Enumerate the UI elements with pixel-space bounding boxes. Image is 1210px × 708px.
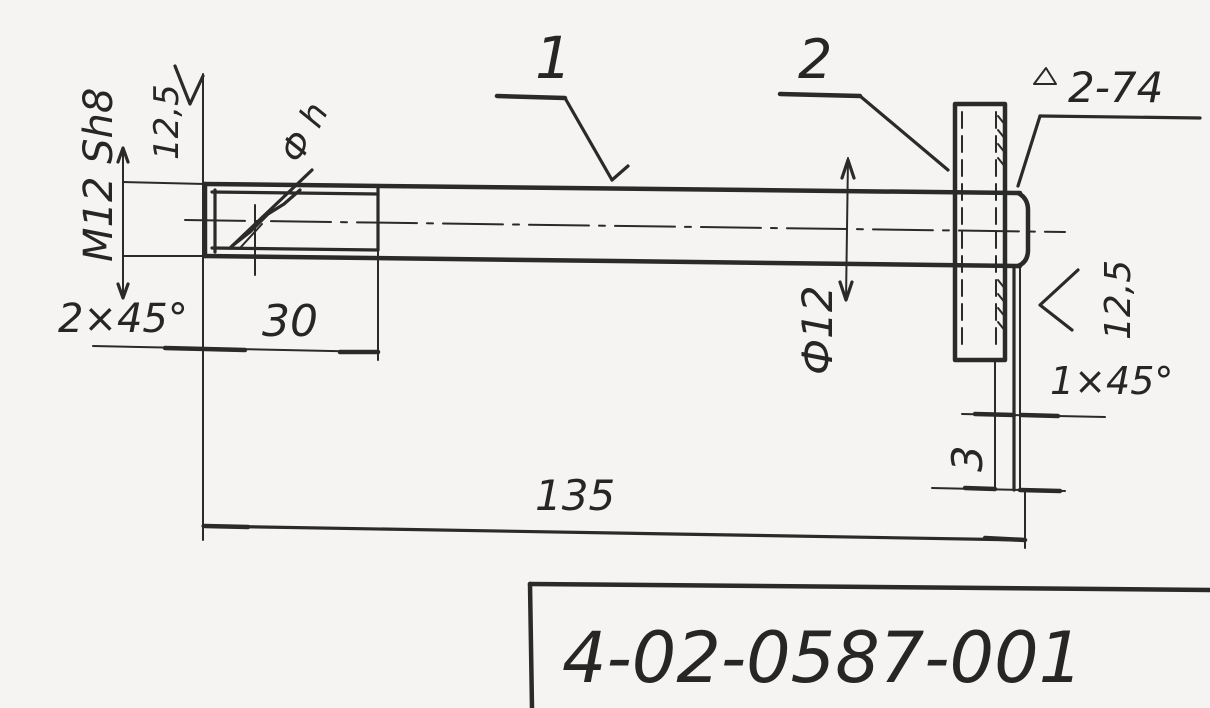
shaft-right-end [1015, 190, 1031, 269]
shaft-diameter: Ф12 [793, 285, 842, 375]
roughness-left: 12,5 [147, 84, 187, 160]
shaft-top-edge [202, 181, 1023, 196]
weld-spec: 2-74 [1068, 63, 1163, 112]
chamfer-left: 2×45° [58, 296, 188, 342]
thread-inner-bottom [210, 246, 380, 252]
title-block-left [527, 581, 535, 708]
shaft-bottom-edge [202, 253, 1023, 269]
roughness-right-icon [1038, 268, 1080, 332]
weld-top [997, 115, 1007, 169]
shaft [184, 181, 1066, 269]
title-block-top [527, 581, 1210, 593]
weld-bottom [997, 279, 1007, 333]
weld-leader [1016, 67, 1202, 188]
overall-length-dimension [201, 489, 1028, 549]
diameter-h: Ф h [273, 96, 337, 169]
roughness-left-icon [173, 64, 205, 106]
shaft-diameter-dimension [838, 157, 856, 302]
chamfer-right-dimension [961, 411, 1106, 419]
overall-length: 135 [535, 471, 615, 520]
drawing-number: 4-02-0587-001 [562, 617, 1083, 699]
washer-outline [952, 101, 1008, 363]
roughness-right: 12,5 [1098, 260, 1139, 340]
washer-thickness: 3 [943, 445, 992, 472]
title-block [527, 581, 1210, 708]
washer [952, 101, 1021, 492]
roughness-right-symbol [1038, 268, 1080, 332]
thread-spec: M12 Sh8 [76, 88, 122, 262]
chamfer-right: 1×45° [1050, 359, 1173, 403]
washer-thickness-dimension [931, 485, 1066, 494]
leader-part-1 [494, 93, 630, 182]
thread-length: 30 [262, 296, 318, 347]
shaft-center-line [184, 219, 1066, 233]
weld-triangle-icon [1033, 67, 1057, 85]
diameter-h-leader [228, 168, 314, 276]
part-2-label: 2 [798, 28, 832, 91]
roughness-left-symbol [173, 64, 205, 541]
thread-spec-dimension [116, 146, 206, 300]
part-1-label: 1 [535, 24, 572, 92]
leader-part-2 [777, 91, 950, 172]
thread-length-dimension [92, 249, 381, 361]
